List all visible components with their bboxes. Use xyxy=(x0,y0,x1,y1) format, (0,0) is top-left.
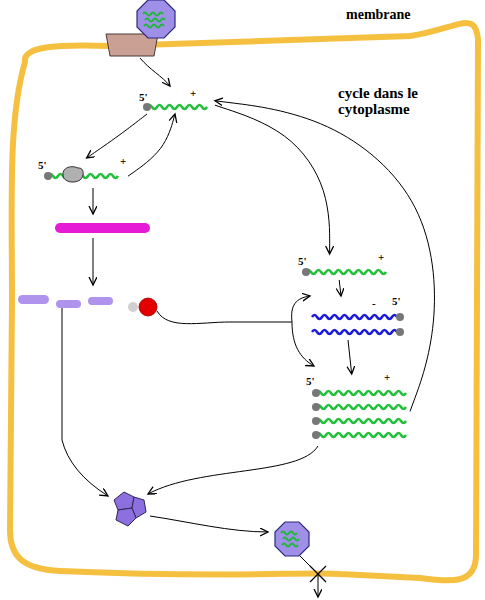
arrow xyxy=(62,308,108,496)
cap xyxy=(44,172,52,180)
rna-minus xyxy=(312,315,397,334)
polymerase xyxy=(139,298,157,316)
arrow xyxy=(292,296,310,322)
rna-strand: 5' + xyxy=(296,254,392,280)
capsid-subunit xyxy=(114,492,134,510)
rna-plus xyxy=(306,270,386,274)
rna-plus xyxy=(147,105,207,109)
cap xyxy=(302,268,310,276)
flow-arrow xyxy=(128,114,175,176)
capsid-subunit xyxy=(116,508,136,526)
strand-polarity: + xyxy=(120,156,132,168)
protein-fragment xyxy=(88,297,113,305)
cap xyxy=(312,431,320,439)
flow-arrow xyxy=(215,101,434,412)
virus-genome xyxy=(143,13,165,28)
virus-genome xyxy=(281,532,299,547)
cap xyxy=(396,313,404,321)
new-strands: 5' + xyxy=(304,374,410,442)
strand-polarity: + xyxy=(190,88,202,100)
exit-cross xyxy=(310,566,326,582)
membrane-label: membrane xyxy=(346,8,466,23)
flow-arrow xyxy=(87,114,147,158)
protein-dot xyxy=(128,302,138,312)
ribosome xyxy=(63,167,83,182)
flow-arrow xyxy=(215,105,330,254)
strand-polarity: + xyxy=(384,372,396,384)
translated-strand: 5'+ xyxy=(36,158,128,184)
arrow xyxy=(140,58,170,86)
cap xyxy=(312,389,320,397)
strand-end: 5' xyxy=(139,92,155,104)
polyprotein xyxy=(55,223,150,233)
rna-plus xyxy=(316,391,406,437)
cap xyxy=(143,103,151,111)
replicative-form: -5' xyxy=(306,296,406,340)
cap xyxy=(312,403,320,411)
polymerase-line xyxy=(157,311,292,324)
strand-end: 5' xyxy=(306,376,322,388)
rna-strand: 5'+ xyxy=(135,92,215,114)
virus-capsid xyxy=(275,522,309,556)
arrow xyxy=(292,322,314,366)
cap xyxy=(396,328,404,336)
flow-arrow xyxy=(339,280,341,296)
strand-end: 5' xyxy=(38,160,54,172)
arrow xyxy=(150,516,268,532)
cap xyxy=(312,417,320,425)
protein-fragment xyxy=(56,300,81,308)
protein-fragment xyxy=(18,295,49,304)
compartment-label: cycle dans le cytoplasme xyxy=(338,86,446,118)
virus-capsid xyxy=(137,0,175,38)
arrow xyxy=(93,238,94,285)
strand-polarity: - xyxy=(372,298,384,310)
cell-membrane xyxy=(10,23,478,580)
arrow xyxy=(93,188,94,214)
strand-end: 5' xyxy=(392,296,408,308)
flow-arrow xyxy=(348,340,352,374)
arrow xyxy=(148,446,318,494)
strand-polarity: + xyxy=(378,252,390,264)
strand-end: 5' xyxy=(298,256,314,268)
